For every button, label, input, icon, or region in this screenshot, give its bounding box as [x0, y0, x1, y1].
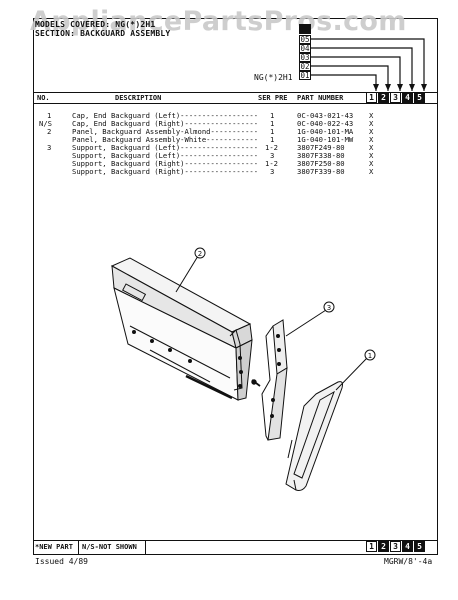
table-row: 1 Cap, End Backguard (Left)-------------… [0, 111, 458, 120]
row-mark: X [369, 151, 374, 160]
row-ser: 3 [270, 167, 275, 176]
row-description: Panel, Backguard Assembly-Almond--------… [72, 127, 259, 136]
serial-code-01: 01 [299, 71, 311, 80]
footer-rule [33, 540, 438, 541]
table-row: Support, Backguard (Right)--------------… [0, 167, 458, 176]
serial-marker [299, 24, 311, 34]
row-part-number: 0C-043-021-43 [297, 111, 354, 120]
row-part-number: 0C-040-022-43 [297, 119, 354, 128]
row-mark: X [369, 159, 374, 168]
row-description: Support, Backguard (Right)--------------… [72, 159, 259, 168]
watermark: AppliancePartsPros.com [30, 6, 407, 37]
row-part-number: 1G-040-101-MA [297, 127, 354, 136]
row-description: Support, Backguard (Left)---------------… [72, 143, 259, 152]
col-variant-3: 3 [390, 92, 401, 103]
footer-variant-2: 2 [378, 541, 389, 552]
backguard-panel-drawing [110, 257, 253, 401]
row-part-number: 3807F249-80 [297, 143, 345, 152]
row-part-number: 3807F339-80 [297, 167, 345, 176]
serial-connector-lines [311, 38, 427, 91]
row-ser: 1-2 [265, 159, 278, 168]
page-frame [33, 18, 438, 555]
table-row: Support, Backguard (Left)---------------… [0, 151, 458, 160]
callout-1-label: 1 [368, 352, 372, 360]
row-description: Support, Backguard (Left)---------------… [72, 151, 259, 160]
col-description: DESCRIPTION [115, 94, 162, 102]
section-title: SECTION: BACKGUARD ASSEMBLY [35, 29, 171, 38]
table-row: 2 Panel, Backguard Assembly-Almond------… [0, 127, 458, 136]
col-no: NO. [37, 94, 50, 102]
row-description: Support, Backguard (Right)--------------… [72, 167, 259, 176]
row-part-number: 3807F250-80 [297, 159, 345, 168]
col-variant-4: 4 [402, 92, 413, 103]
row-no: N/S [39, 119, 52, 128]
row-ser: 1-2 [265, 143, 278, 152]
issued-date: Issued 4/89 [35, 557, 88, 566]
table-row: N/S Cap, End Backguard (Right)----------… [0, 119, 458, 128]
callout-1: 1 [364, 349, 376, 361]
row-part-number: 1G-040-101-MW [297, 135, 354, 144]
callout-2-label: 2 [198, 250, 202, 258]
row-ser: 1 [270, 119, 275, 128]
callout-3-label: 3 [327, 304, 331, 312]
col-variant-5: 5 [414, 92, 425, 103]
footer-variant-5: 5 [414, 541, 425, 552]
row-description: Cap, End Backguard (Left)---------------… [72, 111, 259, 120]
row-part-number: 3807F338-80 [297, 151, 345, 160]
end-cap-drawing [285, 381, 343, 491]
serial-code-03: 03 [299, 53, 311, 62]
col-ser-pre: SER PRE [258, 94, 288, 102]
footer-variant-4: 4 [402, 541, 413, 552]
callout-2: 2 [194, 247, 206, 259]
callout-3: 3 [323, 301, 335, 313]
header-rule-top [33, 92, 438, 93]
serial-code-04: 04 [299, 44, 311, 53]
serial-code-02: 02 [299, 62, 311, 71]
row-mark: X [369, 111, 374, 120]
row-mark: X [369, 127, 374, 136]
footer-divider [78, 540, 79, 554]
row-ser: 3 [270, 151, 275, 160]
models-covered: MODELS COVERED: NG(*)2H1 [35, 20, 156, 29]
row-ser: 1 [270, 111, 275, 120]
footer-divider [145, 540, 146, 554]
page-code: MGRW/8'-4a [384, 557, 433, 566]
footer-variant-3: 3 [390, 541, 401, 552]
new-part-legend: *NEW PART [35, 543, 73, 551]
row-description: Panel, Backguard Assembly-White---------… [72, 135, 259, 144]
row-ser: 1 [270, 127, 275, 136]
col-variant-2: 2 [378, 92, 389, 103]
row-no: 3 [47, 143, 52, 152]
row-mark: X [369, 143, 374, 152]
table-row: Support, Backguard (Right)--------------… [0, 159, 458, 168]
header-rule-bottom [33, 103, 438, 104]
col-part-number: PART NUMBER [297, 94, 344, 102]
row-description: Cap, End Backguard (Right)--------------… [72, 119, 259, 128]
exploded-parts-diagram: 2 3 1 [110, 247, 376, 491]
serial-code-05: 05 [299, 35, 311, 44]
backguard-support-drawing [251, 319, 288, 441]
row-ser: 1 [270, 135, 275, 144]
row-mark: X [369, 135, 374, 144]
row-no: 1 [47, 111, 52, 120]
row-mark: X [369, 167, 374, 176]
col-variant-1: 1 [366, 92, 377, 103]
table-row: 3 Support, Backguard (Left)-------------… [0, 143, 458, 152]
table-row: Panel, Backguard Assembly-White---------… [0, 135, 458, 144]
row-mark: X [369, 119, 374, 128]
not-shown-legend: N/S-NOT SHOWN [82, 543, 137, 551]
footer-variant-1: 1 [366, 541, 377, 552]
row-no: 2 [47, 127, 52, 136]
model-id: NG(*)2H1 [254, 73, 293, 82]
